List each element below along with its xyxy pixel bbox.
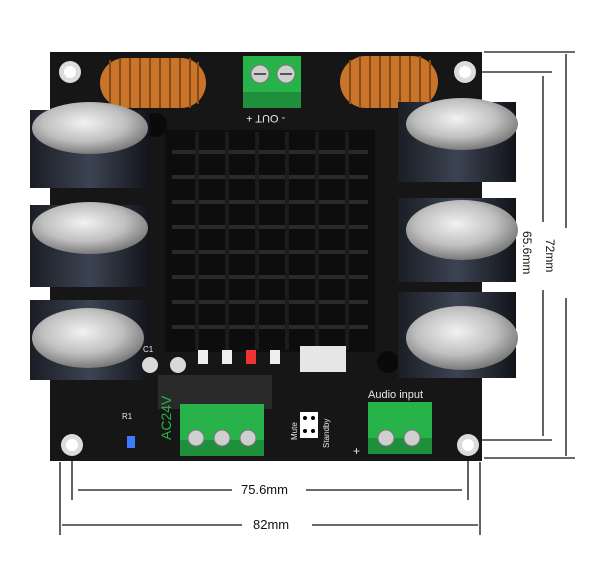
smd-components-row xyxy=(142,346,346,373)
out-label: - OUT + xyxy=(246,112,286,124)
audio-input-label: Audio input xyxy=(368,389,424,401)
power-led xyxy=(127,436,135,448)
inductor-right xyxy=(340,56,438,108)
inner-height-label: 65.6mm xyxy=(520,228,534,278)
capacitor-left-2 xyxy=(30,202,150,287)
plus-label: + xyxy=(353,444,361,458)
audio-input-terminal-block xyxy=(368,402,432,454)
mounting-hole-bottom-left xyxy=(61,434,83,456)
mounting-hole-bottom-right xyxy=(457,434,479,456)
output-terminal-block xyxy=(243,56,301,108)
inductor-left xyxy=(100,58,206,108)
capacitor-right-3 xyxy=(398,292,518,378)
dimension-lines xyxy=(59,51,575,535)
r1-label: R1 xyxy=(122,412,133,421)
mute-label: Mute xyxy=(290,422,299,440)
ac24v-label: AC24V xyxy=(158,395,174,440)
inner-width-label: 75.6mm xyxy=(238,482,291,497)
capacitor-right-2 xyxy=(398,198,518,282)
outer-height-label: 72mm xyxy=(543,236,557,276)
capacitor-left-1 xyxy=(30,102,150,188)
trim-component-right xyxy=(377,351,399,373)
mounting-hole-top-left xyxy=(59,61,81,83)
amplifier-chip xyxy=(158,375,272,409)
standby-label: Standby xyxy=(322,418,331,448)
outer-width-label: 82mm xyxy=(250,517,293,532)
capacitor-left-3 xyxy=(30,300,150,380)
mounting-hole-top-right xyxy=(454,61,476,83)
mute-standby-header xyxy=(300,412,318,438)
power-terminal-block xyxy=(180,404,264,456)
c1-label: C1 xyxy=(143,345,154,354)
capacitor-right-1 xyxy=(398,98,518,182)
heatsink xyxy=(165,130,375,352)
